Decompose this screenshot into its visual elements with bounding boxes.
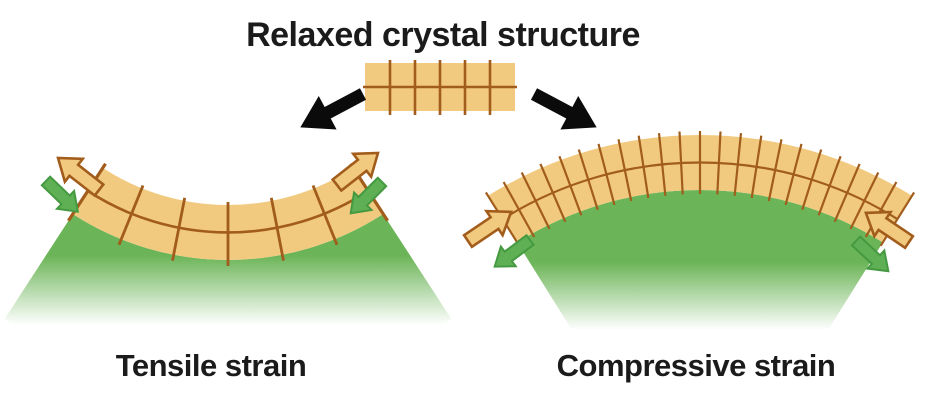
arrow-to-tensile-icon bbox=[291, 77, 372, 145]
tensile-label: Tensile strain bbox=[115, 348, 307, 383]
tensile-film-gridlines bbox=[117, 184, 339, 266]
arrow-to-compressive-icon bbox=[525, 77, 606, 145]
relaxed-lattice-gridlines bbox=[363, 60, 517, 115]
tensile-structure bbox=[4, 140, 452, 386]
compressive-label: Compressive strain bbox=[556, 348, 836, 383]
diagram-title: Relaxed crystal structure bbox=[246, 16, 640, 54]
compressive-structure bbox=[458, 131, 919, 362]
compressive-substrate bbox=[517, 189, 883, 362]
relaxed-crystal-lattice bbox=[363, 60, 517, 115]
tensile-substrate bbox=[4, 214, 452, 386]
